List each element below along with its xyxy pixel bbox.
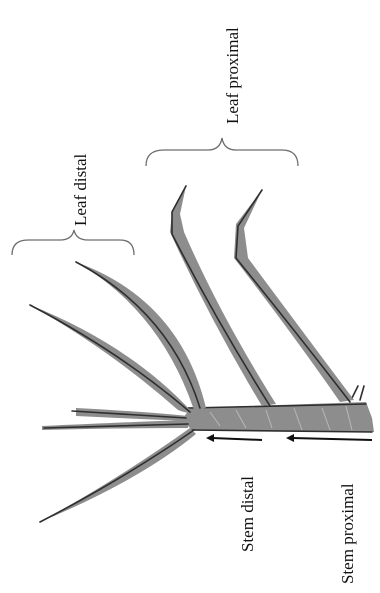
leaf-distal-label: Leaf distal bbox=[71, 154, 90, 226]
leaf-distal-brace bbox=[12, 230, 134, 255]
stem-distal-arrow bbox=[206, 434, 262, 442]
leaf-distal-blades bbox=[30, 262, 206, 522]
stem-distal-label: Stem distal bbox=[238, 476, 257, 552]
stem-proximal-arrow bbox=[286, 434, 372, 442]
leaf-proximal-brace bbox=[146, 138, 298, 166]
stem-proximal-label: Stem proximal bbox=[338, 483, 357, 584]
leaf-proximal-blades bbox=[170, 186, 354, 406]
leaf-proximal-label: Leaf proximal bbox=[223, 27, 242, 124]
